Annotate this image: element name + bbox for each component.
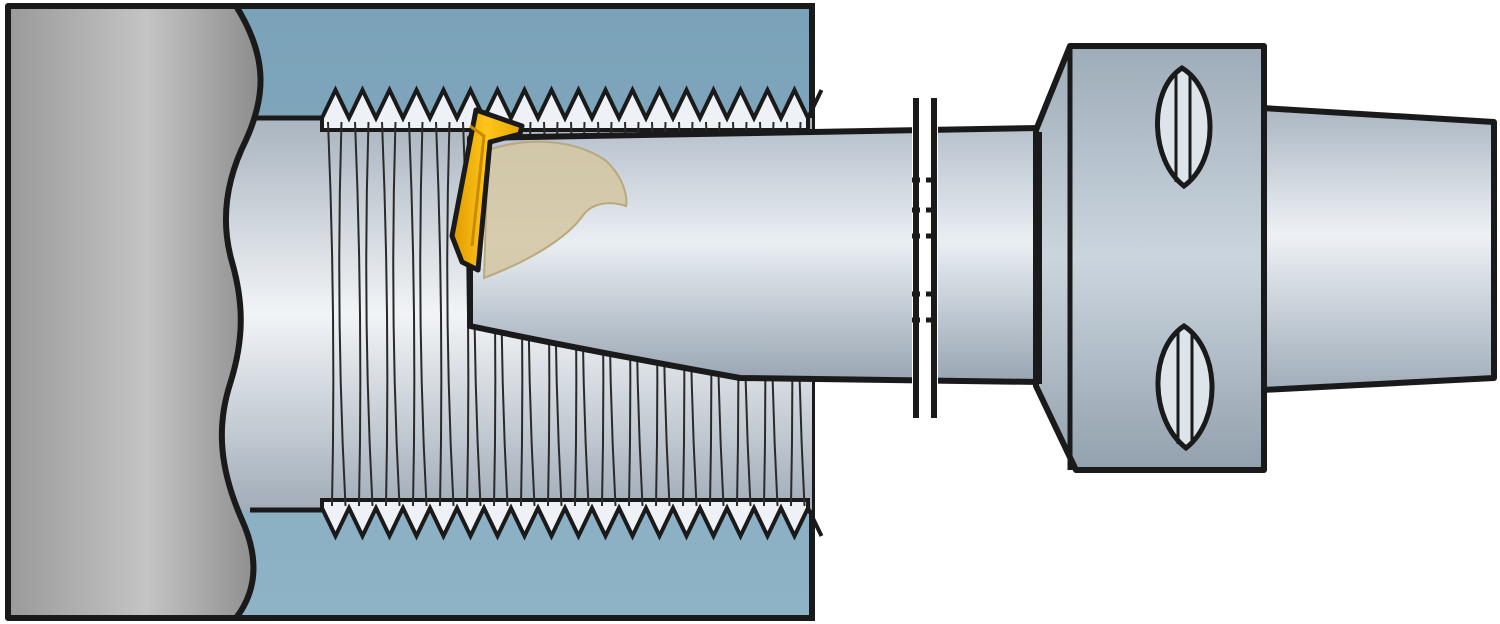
internal-thread	[320, 85, 824, 541]
thread-flank-line	[365, 121, 374, 507]
thread-flank-line	[327, 121, 335, 507]
clamp-screw	[1155, 322, 1215, 452]
thread-flank-line	[392, 121, 401, 507]
workpiece-chuck	[5, 3, 264, 621]
chip	[482, 140, 628, 280]
threading-insert	[449, 107, 525, 273]
thread-flank-line	[381, 121, 389, 507]
thread-flank-line	[435, 121, 443, 507]
clamp-screw	[1155, 65, 1213, 190]
thread-flank-line	[354, 121, 362, 507]
holder-flange	[1033, 43, 1267, 473]
thread-flank-line	[408, 121, 416, 507]
break-marks	[912, 96, 938, 420]
thread-flank-line	[446, 121, 455, 507]
thread-flank-line	[419, 121, 428, 507]
thread-flank-line	[338, 121, 347, 507]
holder-taper	[1259, 105, 1497, 393]
